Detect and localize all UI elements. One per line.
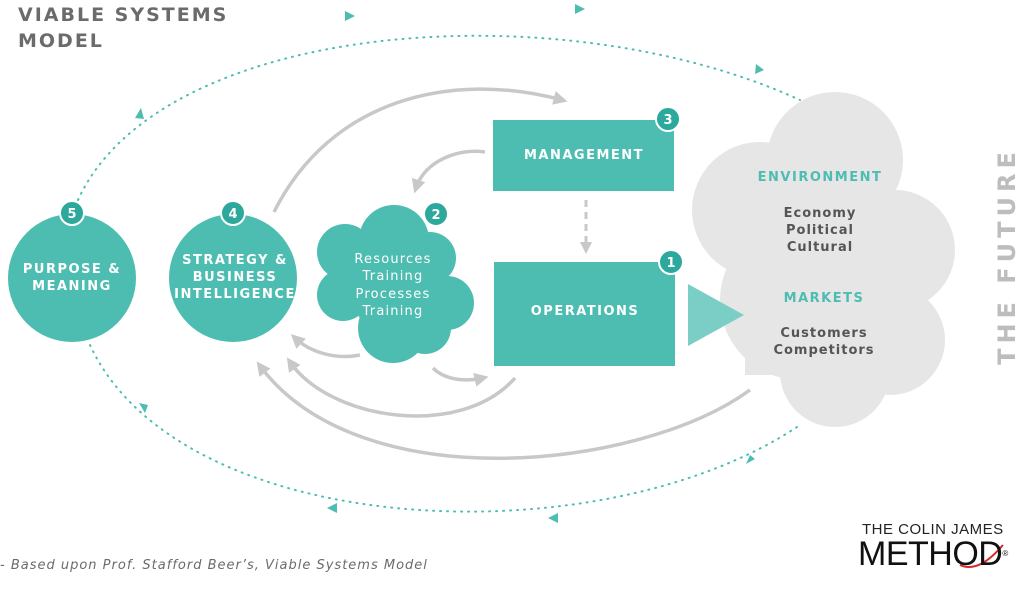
environment-cloud — [692, 92, 955, 427]
title-line-1: VIABLE SYSTEMS — [18, 4, 229, 26]
logo-word: METHOD — [858, 535, 1003, 573]
outer-loop-arrowheads — [135, 4, 764, 523]
management-box — [493, 120, 674, 191]
markets-heading: MARKETS — [784, 291, 865, 306]
svg-text:3: 3 — [663, 113, 672, 128]
resources-line-2: Training — [362, 269, 424, 284]
operations-to-environment-triangle — [688, 284, 744, 346]
logo-registered-mark: ® — [1002, 549, 1008, 558]
strategy-circle — [169, 214, 297, 342]
title-line-2: MODEL — [18, 30, 104, 52]
svg-text:4: 4 — [228, 207, 237, 222]
environment-heading: ENVIRONMENT — [758, 170, 883, 185]
operations-box — [494, 262, 675, 366]
badge-2: 2 — [423, 201, 449, 227]
purpose-circle — [8, 214, 136, 342]
arrow-operations-to-strategy — [286, 357, 517, 418]
badge-5: 5 — [59, 200, 85, 226]
resources-cloud — [317, 205, 474, 363]
purpose-label-line-1: PURPOSE & — [23, 262, 121, 277]
strategy-label-line-2: BUSINESS — [193, 270, 278, 285]
footnote: - Based upon Prof. Stafford Beer’s, Viab… — [0, 558, 428, 573]
page-title: VIABLE SYSTEMS MODEL — [18, 2, 228, 54]
arrow-resources-to-operations — [431, 366, 489, 387]
resources-line-1: Resources — [354, 252, 431, 267]
resources-line-4: Training — [362, 304, 424, 319]
svg-text:1: 1 — [666, 256, 675, 271]
strategy-label-line-1: STRATEGY & — [182, 253, 288, 268]
arrow-environment-to-strategy — [256, 361, 752, 460]
logo-main-text: METHOD® — [858, 537, 1008, 571]
logo-top-text: THE COLIN JAMES — [862, 521, 1004, 538]
strategy-label-line-3: INTELLIGENCE — [174, 287, 296, 302]
badge-4: 4 — [220, 200, 246, 226]
svg-text:2: 2 — [431, 208, 440, 223]
outer-loop-bottom — [89, 344, 801, 513]
management-label: MANAGEMENT — [524, 148, 644, 163]
arrow-resources-to-strategy — [290, 334, 361, 359]
the-future-label: THE FUTURE — [993, 147, 1021, 365]
operations-label: OPERATIONS — [531, 304, 640, 319]
arrow-strategy-to-management — [272, 87, 568, 213]
arrow-management-to-resources — [411, 149, 486, 194]
markets-item-2: Competitors — [773, 343, 874, 358]
logo-swoosh — [959, 544, 1004, 568]
resources-line-3: Processes — [356, 287, 431, 302]
badge-3: 3 — [655, 106, 681, 132]
badge-1: 1 — [658, 249, 684, 275]
markets-item-1: Customers — [780, 326, 867, 341]
purpose-label-line-2: MEANING — [32, 279, 112, 294]
environment-item-3: Cultural — [787, 240, 853, 255]
svg-text:5: 5 — [67, 207, 76, 222]
environment-item-2: Political — [786, 223, 854, 238]
environment-item-1: Economy — [784, 206, 857, 221]
outer-loop-top — [77, 34, 801, 201]
